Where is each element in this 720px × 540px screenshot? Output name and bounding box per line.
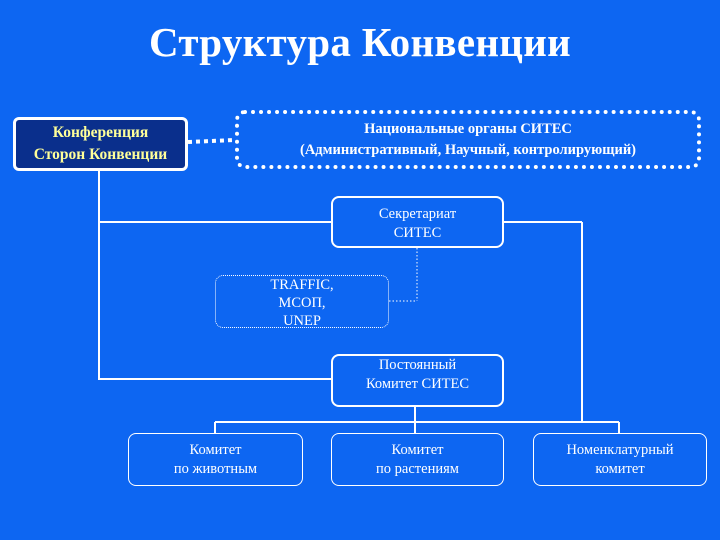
node-label-line: Сторон Конвенции xyxy=(33,146,168,163)
node-label-line: Комитет xyxy=(189,441,242,458)
node-label-line: UNEP xyxy=(283,313,321,329)
node-label-line: TRAFFIC, xyxy=(270,277,334,293)
node-label-line: Комитет xyxy=(391,441,444,458)
node-label-line: СИТЕС xyxy=(393,225,442,241)
node-label-line: Национальные органы СИТЕС xyxy=(364,120,572,137)
node-label-line: Секретариат xyxy=(378,206,457,222)
conference-of-parties-node: Конференция Сторон Конвенции xyxy=(13,117,188,171)
partners-node: TRAFFIC, МСОП, UNEP xyxy=(215,275,389,329)
standing-committee-node: Постоянный Комитет СИТЕС xyxy=(331,354,504,407)
plants-committee-node: Комитет по растениям xyxy=(331,433,504,486)
node-label-line: Комитет СИТЕС xyxy=(365,376,470,392)
node-label-line: Конференция xyxy=(52,124,149,141)
node-label-line: МСОП, xyxy=(278,295,326,311)
animals-committee-node: Комитет по животным xyxy=(128,433,303,486)
page-title: Структура Конвенции xyxy=(148,19,572,65)
node-label-line: Постоянный xyxy=(378,357,457,373)
node-label-line: (Административный, Научный, контролирующ… xyxy=(300,141,636,158)
node-label-line: по животным xyxy=(173,460,258,477)
secretariat-node: Секретариат СИТЕС xyxy=(331,196,504,248)
node-label-line: Номенклатурный xyxy=(566,441,674,458)
national-authorities-node: Национальные органы СИТЕС (Административ… xyxy=(235,110,701,169)
nomenclature-committee-node: Номенклатурный комитет xyxy=(533,433,707,486)
node-label-line: по растениям xyxy=(376,460,459,477)
node-label-line: комитет xyxy=(595,460,645,477)
edge-conference-national xyxy=(187,138,236,144)
